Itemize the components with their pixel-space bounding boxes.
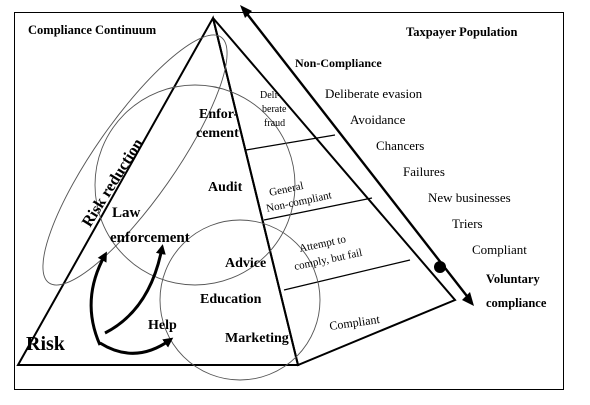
population-axis-arrow bbox=[243, 9, 471, 301]
enforcement-label-line1: Enfor- bbox=[199, 107, 238, 122]
population-item-7: Compliant bbox=[472, 242, 527, 257]
voluntary-label: Voluntary bbox=[486, 272, 540, 286]
help-label: Help bbox=[148, 318, 177, 333]
population-item-5: New businesses bbox=[428, 190, 511, 205]
law-enforcement-label: enforcement bbox=[110, 230, 190, 246]
population-item-2: Avoidance bbox=[350, 112, 406, 127]
band1-label-line2: berate bbox=[262, 104, 287, 115]
advice-label: Advice bbox=[225, 256, 266, 271]
enforcement-label-line2: cement bbox=[196, 126, 239, 141]
pyramid-right-face bbox=[212, 17, 457, 367]
law-label: Law bbox=[112, 205, 141, 221]
risk-arrow-help bbox=[99, 337, 174, 355]
population-item-3: Chancers bbox=[376, 138, 424, 153]
population-item-6: Triers bbox=[452, 216, 483, 231]
help-circle bbox=[159, 219, 321, 381]
band-line-3 bbox=[283, 259, 411, 291]
arrow-head-bottom bbox=[462, 292, 474, 306]
risk-arrow-enforcement bbox=[104, 244, 166, 335]
band-line-1 bbox=[245, 134, 336, 151]
compliance-continuum-title: Compliance Continuum bbox=[28, 23, 157, 37]
enforcement-circle bbox=[94, 84, 296, 286]
risk-label: Risk bbox=[26, 333, 66, 355]
population-item-4: Failures bbox=[403, 164, 445, 179]
arrow-head-top bbox=[240, 5, 252, 18]
risk-reduction-ellipse bbox=[42, 34, 228, 286]
risk-arrow-law bbox=[89, 251, 107, 346]
marketing-label: Marketing bbox=[225, 331, 289, 346]
band1-label-line1: Deli- bbox=[260, 90, 281, 101]
compliance-label: compliance bbox=[486, 296, 547, 310]
audit-label: Audit bbox=[208, 180, 243, 195]
population-item-1: Deliberate evasion bbox=[325, 86, 423, 101]
band4-label: Compliant bbox=[328, 312, 381, 333]
band1-label-line3: fraud bbox=[264, 118, 285, 129]
population-marker-dot bbox=[434, 261, 446, 273]
band-line-2 bbox=[263, 197, 373, 221]
non-compliance-label: Non-Compliance bbox=[295, 56, 382, 70]
education-label: Education bbox=[200, 292, 262, 307]
taxpayer-population-title: Taxpayer Population bbox=[406, 25, 518, 39]
